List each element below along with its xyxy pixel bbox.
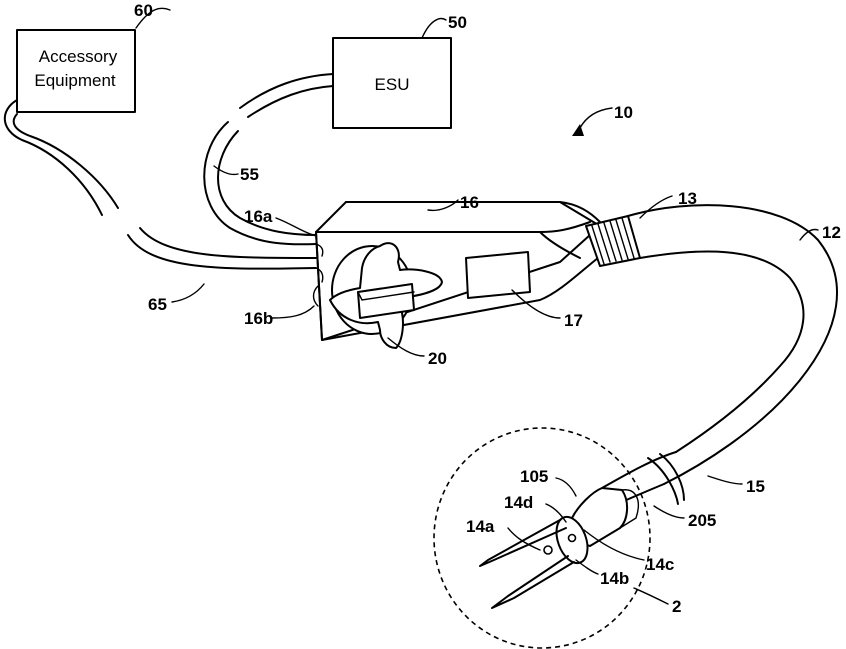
accessory-cable: [5, 100, 316, 269]
label-14a: 14a: [466, 517, 495, 536]
label-16a: 16a: [244, 207, 273, 226]
label-65: 65: [148, 295, 167, 314]
label-14d: 14d: [504, 493, 533, 512]
label-205: 205: [688, 511, 716, 530]
esu-box: ESU: [333, 38, 451, 128]
label-105: 105: [520, 467, 548, 486]
accessory-equipment-box: Accessory Equipment: [17, 30, 135, 112]
label-10: 10: [614, 103, 633, 122]
reference-labels: 60 50 10 55 16 16a 13 12 65 16b 17 20 10…: [134, 1, 841, 616]
label-55: 55: [240, 165, 259, 184]
label-15: 15: [746, 477, 765, 496]
label-16b: 16b: [244, 309, 273, 328]
label-2: 2: [672, 597, 681, 616]
label-16: 16: [460, 193, 479, 212]
label-14c: 14c: [646, 555, 674, 574]
esu-label: ESU: [375, 75, 410, 94]
label-13: 13: [678, 189, 697, 208]
label-14b: 14b: [600, 569, 629, 588]
label-60: 60: [134, 1, 153, 20]
label-50: 50: [448, 13, 467, 32]
accessory-label-line2: Equipment: [34, 71, 116, 90]
threaded-connector: [586, 216, 640, 266]
accessory-label-line1: Accessory: [39, 47, 118, 66]
label-20: 20: [428, 349, 447, 368]
label-12: 12: [822, 223, 841, 242]
label-17: 17: [564, 311, 583, 330]
